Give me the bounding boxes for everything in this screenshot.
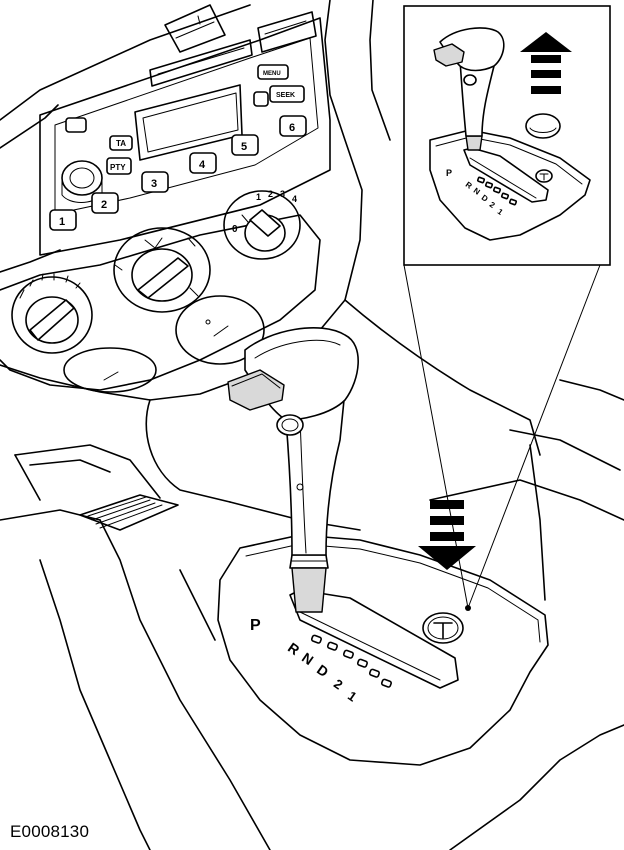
fan-scale-2: 2 (268, 189, 273, 199)
fan-scale-0: 0 (232, 224, 238, 235)
inset-detail: P R N D 2 1 (403, 5, 611, 266)
inset-gear-position-r: R (464, 180, 474, 191)
fan-scale-3: 3 (280, 189, 285, 199)
selector-lever (227, 327, 359, 613)
climate-controls: 0 1 2 3 4 (0, 189, 321, 393)
radio-unit: TA PTY MENU SEEK 1 2 3 4 5 6 (39, 11, 331, 256)
inset-gear-position-d: D (480, 193, 490, 204)
gear-position-p: P (250, 617, 261, 634)
inset-gear-position-n: N (472, 186, 482, 197)
preset-6-label: 6 (289, 122, 295, 134)
fan-scale-1: 1 (256, 192, 261, 202)
menu-button-label: MENU (263, 71, 281, 77)
inset-gear-position-2: 2 (488, 200, 497, 210)
fan-scale-4: 4 (292, 194, 297, 204)
figure-reference: E0008130 (10, 822, 90, 841)
seek-button-label: SEEK (276, 92, 295, 99)
pty-button-label: PTY (110, 163, 126, 172)
preset-3-label: 3 (151, 178, 157, 190)
dashboard-vent (164, 4, 226, 53)
preset-2-label: 2 (101, 199, 107, 211)
down-arrow (418, 500, 476, 570)
preset-5-label: 5 (241, 141, 247, 153)
inset-gear-position-1: 1 (496, 207, 505, 217)
gear-selector-plate: P R N D 2 1 (217, 534, 549, 766)
preset-1-label: 1 (59, 216, 65, 228)
callout-lines (403, 264, 601, 609)
preset-4-label: 4 (199, 159, 206, 171)
inset-gear-position-p: P (446, 168, 452, 178)
ta-button-label: TA (116, 139, 126, 148)
